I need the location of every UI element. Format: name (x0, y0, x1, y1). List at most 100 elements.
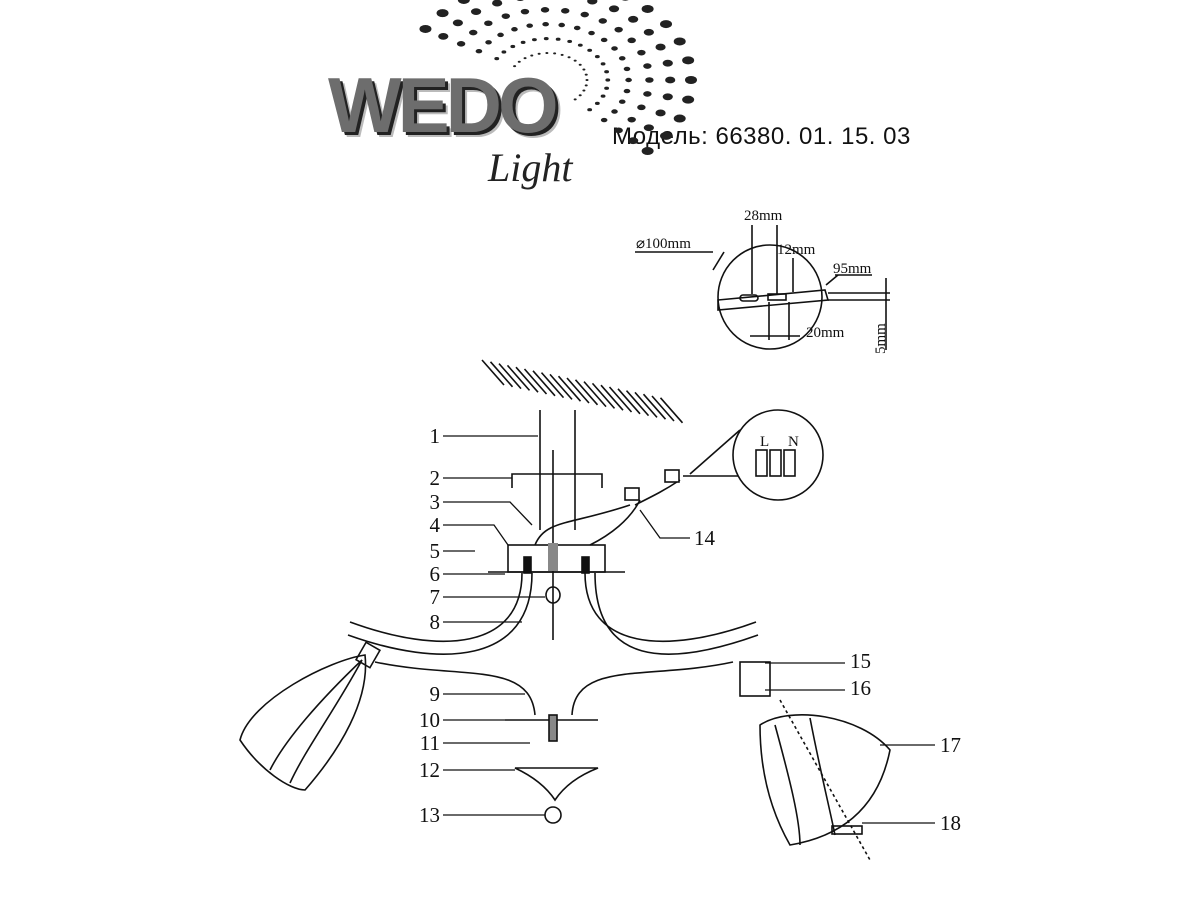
hatch-line (489, 361, 514, 388)
hatch-line (540, 372, 565, 399)
hatch-line (498, 363, 522, 390)
logo-dot (532, 38, 537, 42)
logo-dot (643, 91, 652, 97)
callout-1: 1 (430, 424, 441, 448)
logo-dot (573, 25, 581, 31)
dim-diameter: ⌀100mm (636, 236, 691, 252)
logo-dot (567, 56, 571, 59)
hatch-line (549, 373, 573, 400)
logo-dot (604, 86, 610, 90)
terminal-live: L (760, 434, 769, 450)
logo-dot (560, 53, 564, 56)
logo-dot (470, 8, 482, 16)
right-shade (739, 661, 891, 861)
left-shade (239, 641, 382, 791)
callout-numbers-left: 1 2 3 4 5 6 7 8 9 10 11 12 13 (419, 424, 441, 827)
logo-dot (662, 59, 673, 67)
logo-dot (501, 13, 511, 19)
logo-dot (577, 43, 583, 47)
logo-dot (685, 76, 697, 84)
logo-dot (494, 57, 500, 61)
logo-dot (501, 50, 507, 54)
logo-dot (526, 23, 533, 28)
arms (347, 572, 759, 824)
hatch-line (523, 368, 548, 395)
logo-dot (469, 29, 478, 36)
logo-dot (537, 52, 541, 55)
model-number: Модель: 66380. 01. 15. 03 (612, 123, 911, 150)
logo-dot (540, 7, 550, 13)
logo-dot (645, 77, 654, 83)
logo-dot (585, 79, 589, 81)
logo-dot (600, 62, 606, 66)
callout-13: 13 (419, 803, 440, 827)
logo-dot (573, 98, 577, 101)
hatch-line (515, 366, 539, 393)
logo-dot (621, 0, 629, 1)
logo-dot (660, 131, 673, 140)
logo-dot (660, 20, 673, 29)
logo-dot (655, 43, 666, 51)
logo-dot (578, 63, 582, 66)
logo-dot (511, 27, 518, 32)
logo-dot (600, 37, 608, 43)
logo-dot (573, 59, 577, 62)
logo-dot (567, 39, 573, 44)
logo-dot (510, 44, 516, 49)
logo-dot (614, 26, 623, 33)
logo-dot (614, 127, 623, 134)
hatch-line (651, 395, 675, 422)
hatch-line (506, 364, 531, 391)
hatch-line (574, 379, 599, 406)
callout-6: 6 (430, 562, 441, 586)
callout-11: 11 (420, 731, 440, 755)
logo-dot (600, 94, 606, 98)
hatch-line (608, 386, 633, 413)
hatch-line (600, 384, 624, 411)
logo-dot (665, 76, 676, 84)
dim-95: 95mm (833, 261, 872, 277)
hatch-line (634, 391, 658, 418)
logo-dot (530, 54, 534, 57)
callout-16: 16 (850, 676, 871, 700)
logo-dot (587, 48, 593, 52)
hatch-line (625, 390, 650, 417)
logo-dot (457, 0, 470, 4)
logo-dot (604, 70, 610, 74)
logo-dot (628, 15, 639, 23)
logo-dot (673, 37, 686, 46)
logo-dot (637, 49, 646, 56)
logo-dot (582, 89, 586, 92)
logo-dot (594, 55, 600, 59)
logo-dot (682, 95, 695, 104)
callout-5: 5 (430, 539, 441, 563)
logo-dot (608, 5, 620, 13)
callout-7: 7 (430, 585, 441, 609)
hatch-line (659, 397, 684, 424)
logo-dot (419, 24, 432, 33)
logo-dot (456, 41, 466, 47)
callout-9: 9 (430, 682, 441, 706)
logo-dot (618, 99, 626, 104)
logo-dots (419, 0, 697, 156)
logo-dot (662, 93, 673, 101)
brand-logo: WEDO (328, 61, 559, 149)
callout-numbers-right: 14 15 16 17 18 (694, 526, 961, 835)
logo-dot (594, 101, 600, 105)
logo-dot (584, 73, 588, 76)
brand-logo-script: Light (488, 145, 573, 190)
model-value: 66380. 01. 15. 03 (715, 123, 911, 150)
logo-dot (475, 49, 483, 54)
logo-dot (643, 124, 654, 132)
dim-28: 28mm (744, 208, 783, 224)
callout-3: 3 (430, 490, 441, 514)
logo-dot (598, 18, 607, 24)
logo-dot (543, 37, 549, 41)
logo-dot (618, 56, 626, 61)
hatch-line (532, 370, 556, 397)
logo-dot (497, 32, 504, 38)
callout-4: 4 (430, 513, 441, 537)
logo-dot (517, 60, 521, 63)
callout-18: 18 (940, 811, 961, 835)
logo-dot (627, 116, 636, 123)
